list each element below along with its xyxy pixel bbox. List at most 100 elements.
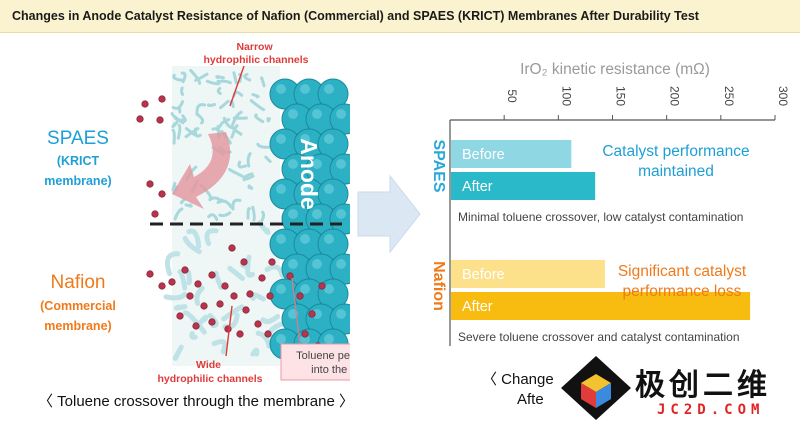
group-label: SPAES [430, 139, 447, 192]
wide-channel-strand [207, 313, 219, 329]
narrow-channel-strand [172, 73, 184, 82]
toluene-particle [192, 322, 200, 330]
narrow-channel-strand [206, 103, 217, 108]
toluene-particle [266, 292, 274, 300]
nafion-label: Nafion [51, 272, 106, 293]
sphere-highlight [312, 259, 322, 269]
toluene-particle [168, 278, 176, 286]
tick-label: 200 [668, 86, 682, 106]
chart-title: IrO₂ kinetic resistance (mΩ) [520, 61, 710, 78]
narrow-channel-strand [266, 117, 272, 123]
annotation-line1: Catalyst performance [602, 143, 749, 160]
narrow-channel-strand [247, 184, 254, 190]
wide-channel-strand [189, 330, 198, 340]
nafion-sub1: (Commercial [40, 299, 116, 313]
right-caption-line2: Afte [517, 391, 544, 408]
narrow-channel-strand [256, 142, 272, 149]
tick-label: 250 [722, 86, 736, 106]
bar-label: After [462, 299, 493, 315]
left-caption: 〈 Toluene crossover through the membrane… [38, 393, 354, 410]
annotation-line2: performance loss [623, 283, 742, 300]
toluene-particle [296, 292, 304, 300]
membrane-diagram: Anode Narrow hydrophilic channels SPAES … [40, 41, 350, 385]
narrow-channel-strand [232, 71, 238, 85]
sphere-highlight [312, 209, 322, 219]
bar-label: Before [462, 147, 505, 163]
spaes-label: SPAES [47, 128, 109, 149]
narrow-channel-strand [179, 198, 186, 205]
narrow-channel-strand [205, 79, 221, 86]
toluene-penetration-box [280, 343, 350, 381]
wide-channel-strand [211, 339, 228, 355]
narrow-channel-strand [246, 207, 251, 220]
sphere-highlight [300, 234, 310, 244]
narrow-channel-strand [215, 75, 225, 80]
toluene-particle [286, 272, 294, 280]
watermark-en-text: JC2D.COM [657, 402, 765, 418]
wide-channel-strand [182, 235, 202, 255]
narrow-channel-strand [195, 112, 205, 125]
toluene-particle [194, 280, 202, 288]
narrow-channel-strand [218, 211, 232, 218]
narrow-channel-strand [218, 99, 230, 110]
annotation-line2: maintained [638, 163, 714, 180]
wide-channel-strand [186, 228, 202, 249]
toluene-particle [301, 330, 309, 338]
bar [451, 140, 572, 168]
toluene-particle [158, 190, 166, 198]
anode-catalyst-layer [269, 78, 350, 360]
toluene-particle [216, 300, 224, 308]
sphere-highlight [336, 309, 346, 319]
wide-channel-strand [204, 228, 219, 247]
toluene-particle [254, 320, 262, 328]
toluene-particle [200, 302, 208, 310]
narrow-channel-strand [249, 99, 266, 112]
toluene-particle [236, 330, 244, 338]
sphere-highlight [336, 259, 346, 269]
sphere-highlight [336, 209, 346, 219]
sphere-highlight [324, 234, 334, 244]
tick-label: 150 [614, 86, 628, 106]
narrow-channel-strand [254, 113, 265, 124]
toluene-particle [224, 325, 232, 333]
toluene-particle [146, 270, 154, 278]
group-note: Severe toluene crossover and catalyst co… [458, 330, 740, 344]
narrow-channel-strand [194, 72, 209, 82]
wide-channel-strand [255, 330, 272, 349]
tick-label: 300 [776, 86, 790, 106]
toluene-particle [186, 292, 194, 300]
watermark: 极创二维 JC2D.COM [557, 352, 800, 425]
spaes-sub2: membrane) [44, 174, 111, 188]
sphere-highlight [336, 159, 346, 169]
bar-label: Before [462, 267, 505, 283]
wide-label-pointer [225, 305, 233, 357]
sphere-highlight [276, 334, 286, 344]
group-label: Nafion [430, 261, 447, 311]
sphere-highlight [300, 134, 310, 144]
wide-channel-strand [163, 291, 188, 301]
narrow-channel-strand [230, 124, 239, 139]
sphere-highlight [324, 134, 334, 144]
toluene-particle [208, 318, 216, 326]
toluene-particle [308, 310, 316, 318]
page-title: Changes in Anode Catalyst Resistance of … [0, 0, 800, 33]
wide-channel-strand [196, 314, 209, 327]
narrow-channel-strand [231, 110, 243, 127]
sphere-highlight [288, 209, 298, 219]
narrow-channel-strand [216, 79, 232, 85]
narrow-channel-strand [171, 128, 176, 145]
annotation-line1: Significant catalyst [618, 263, 747, 280]
sphere-highlight [288, 109, 298, 119]
sphere-highlight [336, 109, 346, 119]
nafion-sub2: membrane) [44, 319, 111, 333]
wide-channel-strand [165, 251, 181, 277]
narrow-channel-strand [251, 205, 256, 222]
sphere-highlight [276, 284, 286, 294]
toluene-particle [242, 306, 250, 314]
narrow-channel-strand [242, 172, 254, 182]
toluene-particle [158, 282, 166, 290]
transition-arrow-icon [357, 174, 421, 254]
narrow-channel-strand [246, 152, 252, 168]
narrow-channel-strand [228, 167, 244, 178]
